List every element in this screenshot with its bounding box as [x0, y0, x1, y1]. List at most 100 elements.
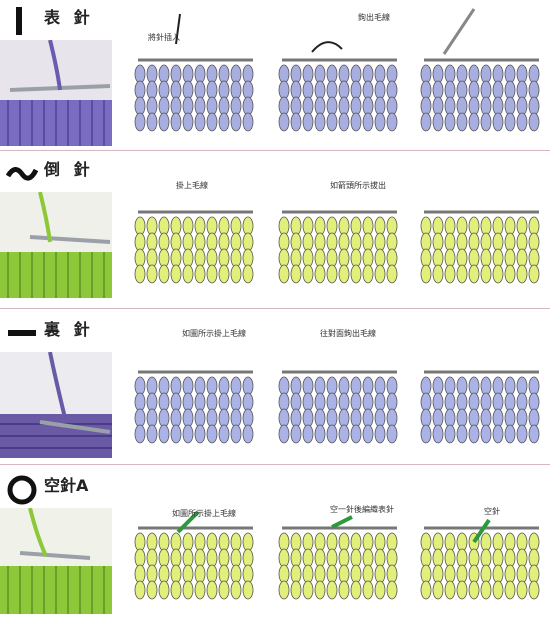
stitch-loop	[528, 216, 540, 236]
stitch-title: 倒 針	[44, 160, 94, 179]
stitch-loop	[338, 424, 350, 444]
stitch-loop	[278, 232, 290, 252]
stitch-loop	[314, 408, 326, 428]
stitch-loop	[350, 80, 362, 100]
stitch-loop	[420, 424, 432, 444]
stitch-loop	[350, 216, 362, 236]
stitch-loop	[468, 232, 480, 252]
stitch-loop	[516, 580, 528, 600]
stitch-loop	[326, 392, 338, 412]
stitch-loop	[302, 548, 314, 568]
stitch-loop	[278, 580, 290, 600]
stitch-loop	[218, 564, 230, 584]
stitch-loop	[194, 232, 206, 252]
stitch-loop	[480, 564, 492, 584]
stitch-loop	[182, 376, 194, 396]
stitch-loop	[516, 424, 528, 444]
stitch-loop	[206, 424, 218, 444]
stitch-loop	[444, 232, 456, 252]
stitch-loop	[338, 216, 350, 236]
step-diagram-2	[272, 4, 404, 144]
stitch-loop	[420, 216, 432, 236]
stitch-loop	[480, 408, 492, 428]
stitch-loop	[492, 112, 504, 132]
section-divider	[0, 150, 550, 151]
stitch-loop	[468, 112, 480, 132]
stitch-loop	[444, 564, 456, 584]
stitch-loop	[218, 216, 230, 236]
stitch-loop	[170, 112, 182, 132]
stitch-loop	[314, 580, 326, 600]
stitch-loop	[302, 264, 314, 284]
stitch-loop	[230, 216, 242, 236]
stitch-photo	[0, 192, 112, 298]
stitch-loop	[480, 96, 492, 116]
stitch-loop	[516, 232, 528, 252]
stitch-loop	[230, 232, 242, 252]
stitch-loop	[386, 232, 398, 252]
stitch-loop	[134, 96, 146, 116]
stitch-loop	[326, 376, 338, 396]
stitch-loop	[242, 532, 254, 552]
step-diagram-2	[272, 472, 404, 612]
stitch-loop	[374, 112, 386, 132]
stitch-loop	[480, 264, 492, 284]
stitch-loop	[170, 408, 182, 428]
stitch-loop	[516, 96, 528, 116]
stitch-loop	[326, 580, 338, 600]
stitch-photo	[0, 352, 112, 458]
stitch-loop	[468, 264, 480, 284]
stitch-loop	[206, 376, 218, 396]
stitch-loop	[362, 564, 374, 584]
stitch-loop	[290, 424, 302, 444]
stitch-loop	[278, 408, 290, 428]
stitch-loop	[278, 64, 290, 84]
stitch-loop	[516, 564, 528, 584]
stitch-loop	[326, 564, 338, 584]
stitch-loop	[350, 392, 362, 412]
stitch-loop	[206, 264, 218, 284]
stitch-loop	[230, 532, 242, 552]
stitch-loop	[386, 376, 398, 396]
stitch-loop	[480, 248, 492, 268]
stitch-loop	[420, 580, 432, 600]
stitch-loop	[350, 64, 362, 84]
stitch-loop	[158, 392, 170, 412]
stitch-loop	[504, 580, 516, 600]
stitch-loop	[326, 80, 338, 100]
stitch-loop	[146, 548, 158, 568]
stitch-loop	[230, 392, 242, 412]
step-diagram-3	[414, 472, 546, 612]
stitch-loop	[290, 376, 302, 396]
stitch-loop	[134, 248, 146, 268]
stitch-loop	[182, 548, 194, 568]
step-diagram-2	[272, 156, 404, 296]
stitch-loop	[242, 64, 254, 84]
stitch-loop	[338, 264, 350, 284]
stitch-loop	[504, 64, 516, 84]
stitch-loop	[504, 424, 516, 444]
stitch-loop	[362, 96, 374, 116]
stitch-loop	[146, 80, 158, 100]
stitch-loop	[206, 408, 218, 428]
stitch-loop	[230, 112, 242, 132]
stitch-loop	[444, 424, 456, 444]
stitch-loop	[194, 248, 206, 268]
stitch-loop	[338, 232, 350, 252]
stitch-loop	[242, 80, 254, 100]
stitch-loop	[362, 64, 374, 84]
stitch-loop	[528, 408, 540, 428]
stitch-loop	[492, 580, 504, 600]
stitch-loop	[134, 532, 146, 552]
stitch-loop	[528, 424, 540, 444]
stitch-loop	[182, 580, 194, 600]
stitch-loop	[468, 64, 480, 84]
stitch-loop	[374, 376, 386, 396]
stitch-loop	[338, 80, 350, 100]
step-diagram-1	[128, 4, 260, 144]
stitch-loop	[206, 216, 218, 236]
stitch-loop	[302, 64, 314, 84]
stitch-loop	[386, 264, 398, 284]
stitch-loop	[528, 392, 540, 412]
stitch-loop	[230, 376, 242, 396]
